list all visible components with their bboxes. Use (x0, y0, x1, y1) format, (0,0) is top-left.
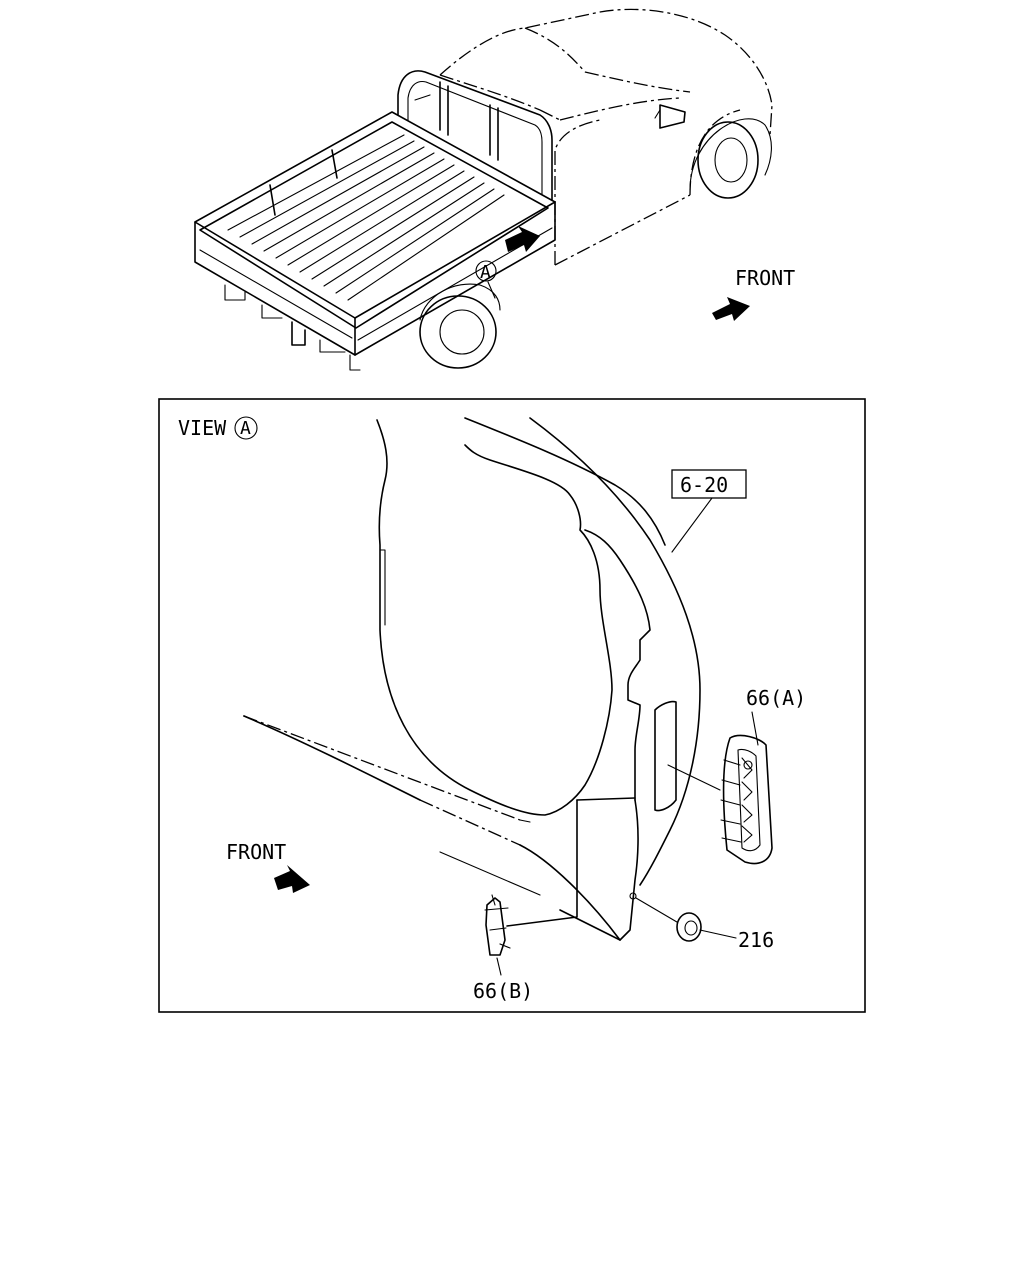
view-title-marker: A (240, 418, 251, 439)
view-direction-arrow (505, 226, 540, 252)
view-title: VIEW (178, 416, 227, 440)
callout-66a: 66(A) (746, 686, 806, 710)
cab-rear-panel-outline (243, 417, 701, 941)
callout-6-20-leader (671, 497, 713, 553)
view-marker-circle (475, 260, 497, 282)
detail-view-frame (158, 398, 866, 1013)
callout-66b: 66(B) (473, 979, 533, 1003)
part-66a-vent (667, 711, 773, 865)
view-title-marker-circle (234, 416, 258, 440)
top-front-label: FRONT (735, 266, 795, 290)
callout-6-20: 6-20 (680, 473, 728, 497)
view-marker-label: A (480, 262, 491, 283)
part-216-grommet (676, 912, 737, 942)
callout-216: 216 (738, 928, 774, 952)
pickup-truck-illustration: A (194, 8, 773, 371)
detail-front-arrow-icon (274, 865, 310, 893)
callout-6-20-box (671, 469, 747, 499)
part-66b-clip (484, 894, 511, 976)
detail-front-label: FRONT (226, 840, 286, 864)
front-arrow-icon (712, 297, 750, 321)
